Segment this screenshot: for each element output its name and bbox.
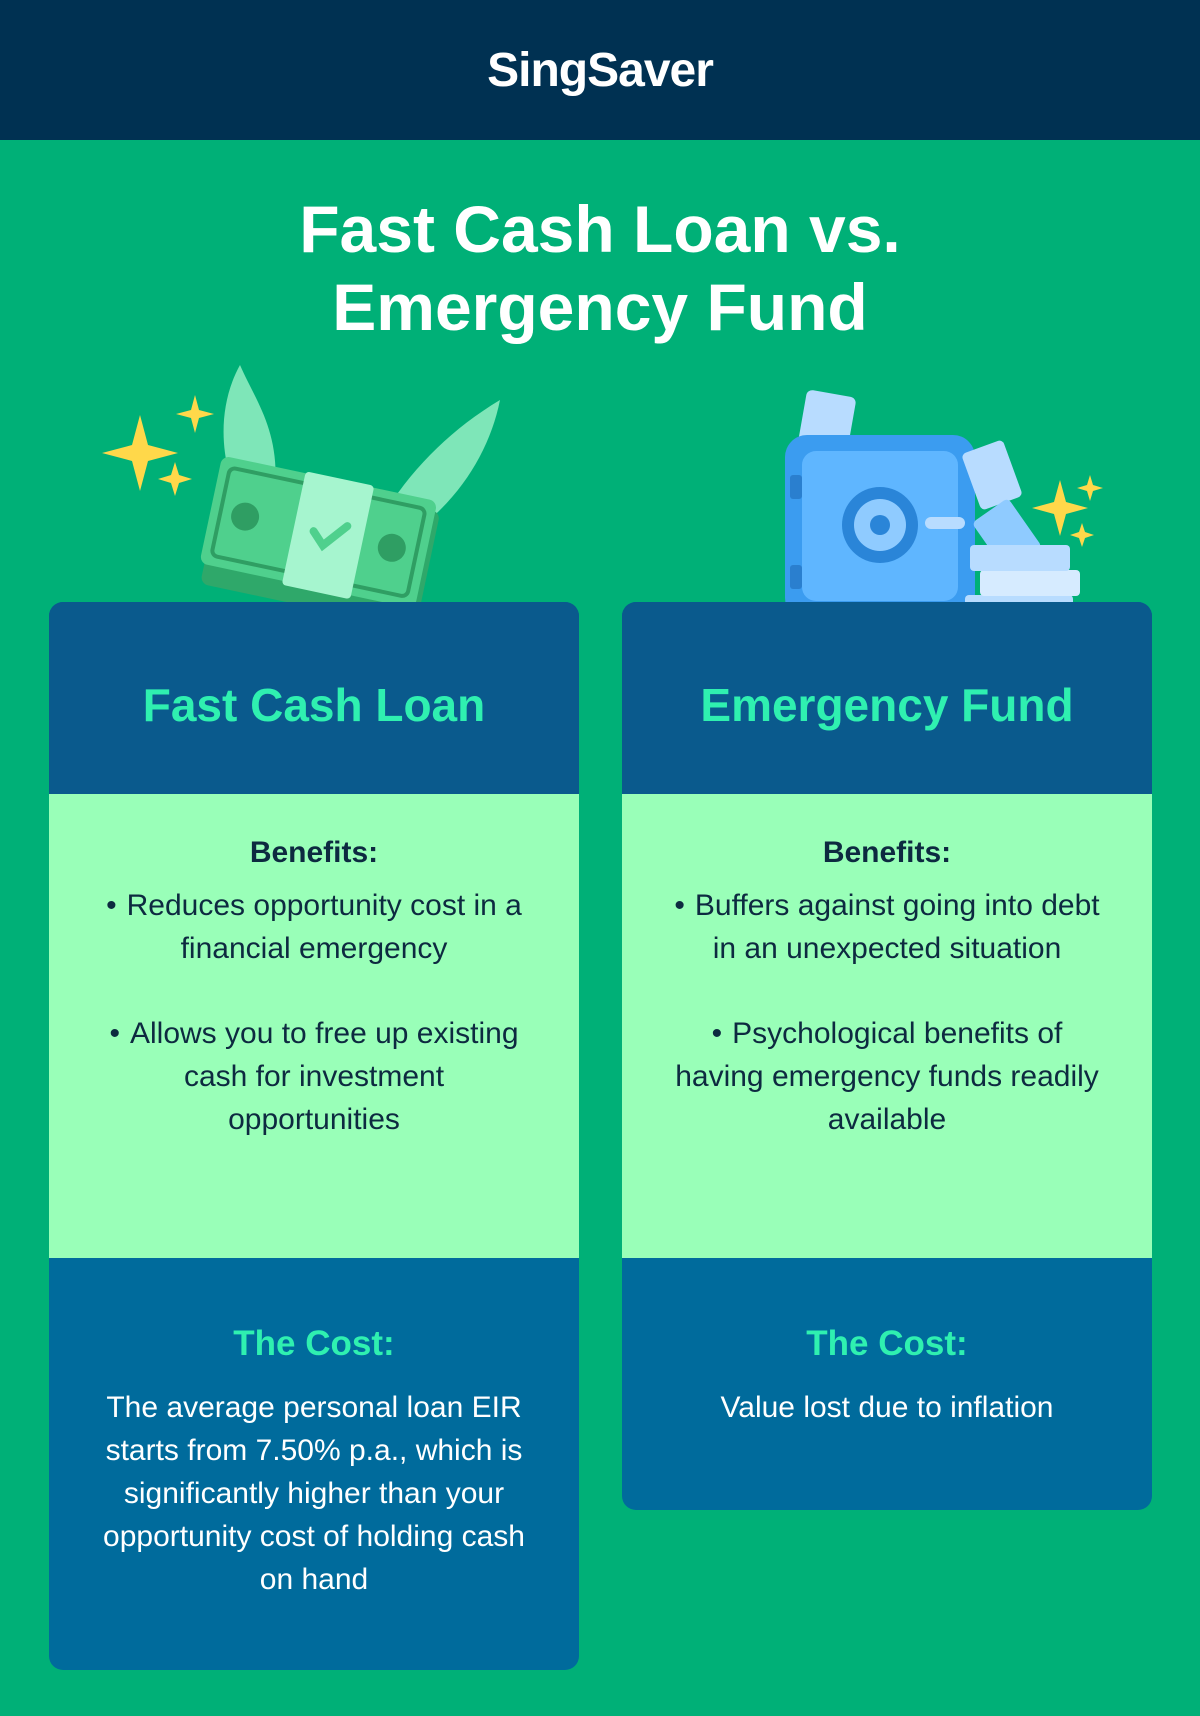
benefit-item: •Allows you to free up existing cash for… xyxy=(109,1017,519,1136)
benefits-section: Benefits: •Buffers against going into de… xyxy=(622,794,1152,1258)
title-line-1: Fast Cash Loan vs. xyxy=(299,192,901,266)
sparkle-icon xyxy=(1032,475,1103,547)
header-bar: SingSaver xyxy=(0,0,1200,140)
benefits-title: Benefits: xyxy=(822,836,952,869)
benefits-section: Benefits: •Reduces opportunity cost in a… xyxy=(49,794,579,1258)
title-line-2: Emergency Fund xyxy=(332,270,868,344)
logo-text: SingSaver xyxy=(487,43,714,97)
singsaver-logo: SingSaver xyxy=(487,43,714,98)
cost-section: The Cost: The average personal loan EIR … xyxy=(49,1258,579,1601)
fast-cash-loan-card: Fast Cash Loan Benefits: •Reduces opport… xyxy=(49,602,579,1670)
card-header: Emergency Fund xyxy=(622,602,1152,794)
benefit-item: •Buffers against going into debt in an u… xyxy=(674,889,1100,965)
benefit-item: •Reduces opportunity cost in a financial… xyxy=(106,889,522,965)
emergency-fund-card: Emergency Fund Benefits: •Buffers agains… xyxy=(622,602,1152,1510)
cost-text: Value lost due to inflation xyxy=(720,1391,1054,1424)
cost-text: The average personal loan EIR starts fro… xyxy=(103,1391,525,1596)
card-title: Fast Cash Loan xyxy=(142,679,486,731)
sparkle-icon xyxy=(102,395,214,496)
flying-money-icon xyxy=(102,365,500,628)
cost-section: The Cost: Value lost due to inflation xyxy=(622,1258,1152,1429)
benefits-title: Benefits: xyxy=(249,836,379,869)
page-title: Fast Cash Loan vs. Emergency Fund xyxy=(0,190,1200,346)
cost-title: The Cost: xyxy=(233,1324,395,1363)
card-header: Fast Cash Loan xyxy=(49,602,579,794)
cost-title: The Cost: xyxy=(806,1324,968,1363)
card-title: Emergency Fund xyxy=(700,679,1074,731)
benefit-item: •Psychological benefits of having emerge… xyxy=(675,1017,1099,1136)
